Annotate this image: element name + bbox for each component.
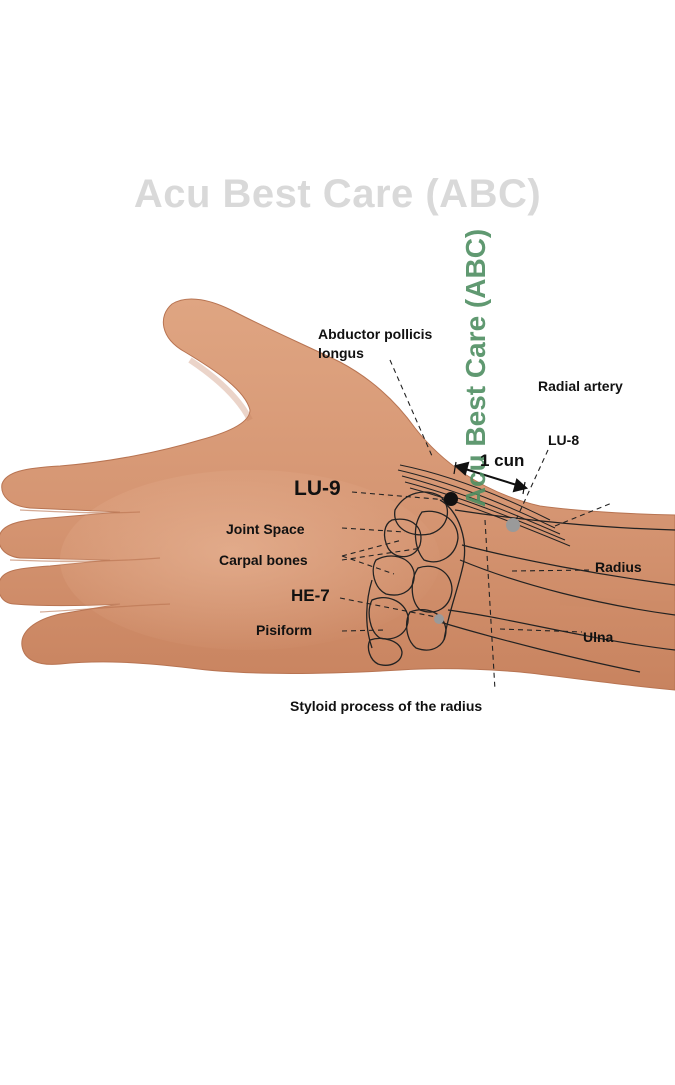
watermark-side: Acu Best Care (ABC) [460, 228, 491, 508]
watermark-top: Acu Best Care (ABC) [133, 172, 542, 216]
label-ulna: Ulna [583, 629, 614, 645]
cun-measure [453, 461, 529, 495]
label-radial-artery: Radial artery [538, 378, 623, 394]
carpal-bones [366, 491, 466, 666]
lu8-point [506, 518, 520, 532]
label-carpal-bones: Carpal bones [219, 552, 308, 568]
label-abductor-pollicis: Abductor pollicis [318, 326, 433, 342]
label-lu8: LU-8 [548, 432, 580, 448]
label-styloid-process: Styloid process of the radius [290, 698, 483, 714]
label-he7: HE-7 [291, 586, 330, 605]
tendons [397, 464, 571, 547]
he7-point [434, 614, 444, 624]
label-1-cun: 1 cun [480, 451, 525, 470]
lu9-point [444, 492, 458, 506]
label-pisiform: Pisiform [256, 622, 313, 638]
label-lu9: LU-9 [294, 477, 341, 500]
label-longus: longus [318, 345, 364, 361]
label-joint-space: Joint Space [226, 521, 305, 537]
forearm-bones [439, 509, 675, 673]
label-radius: Radius [595, 559, 642, 575]
leader-lines [339, 359, 613, 691]
